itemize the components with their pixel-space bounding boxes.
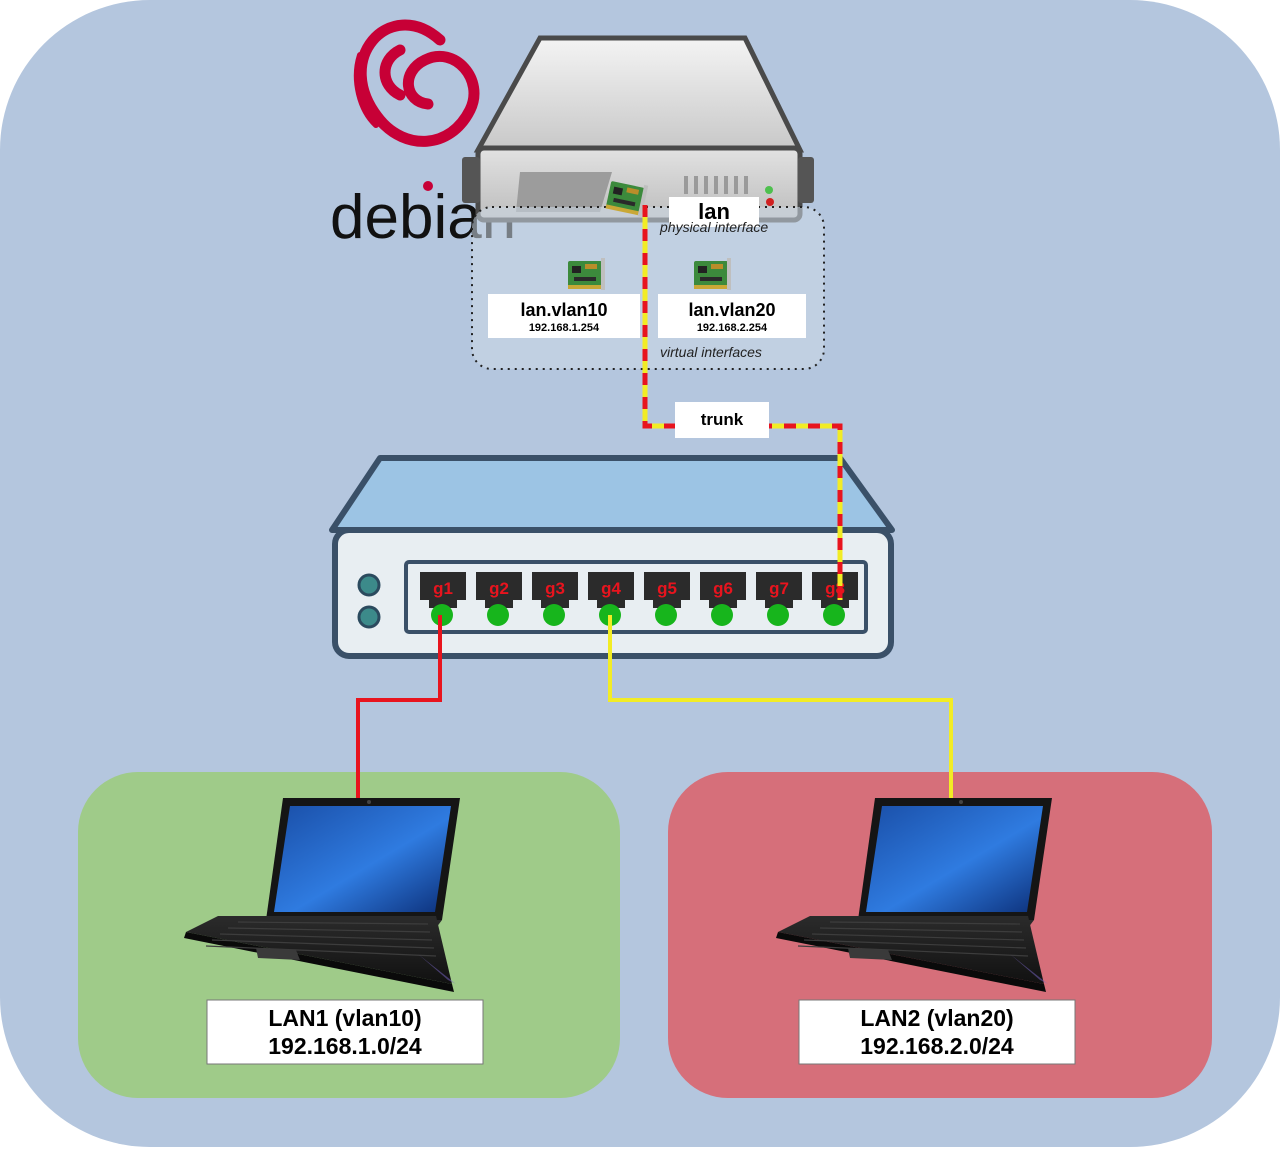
vlan10-interface-name: lan.vlan10 xyxy=(520,300,607,320)
switch-port-g2: g2 xyxy=(476,572,522,626)
port-led xyxy=(655,604,677,626)
port-label: g1 xyxy=(433,579,453,598)
vlan20-access-link xyxy=(608,615,953,798)
port-jack xyxy=(420,572,466,608)
lan2-label-box xyxy=(798,999,1076,1065)
port-label: g7 xyxy=(769,579,789,598)
switch-port-g6: g6 xyxy=(700,572,746,626)
vlan20-nic-icon xyxy=(694,258,731,290)
vlan10-interface-box xyxy=(488,294,640,338)
vlan10-interface-ip: 192.168.1.254 xyxy=(529,322,600,334)
server-icon xyxy=(462,35,814,223)
lan2-title: LAN2 (vlan20) xyxy=(860,1005,1013,1031)
trunk-label: trunk xyxy=(701,410,744,429)
vlan10-nic-icon xyxy=(568,258,605,290)
port-label: g3 xyxy=(545,579,565,598)
port-label: g4 xyxy=(601,579,621,598)
physical-interface-name: lan xyxy=(698,199,730,224)
vlan20-interface-ip: 192.168.2.254 xyxy=(697,322,768,334)
port-jack xyxy=(756,572,802,608)
port-jack xyxy=(812,572,858,608)
switch-port-g7: g7 xyxy=(756,572,802,626)
port-jack xyxy=(588,572,634,608)
virtual-interfaces-group xyxy=(471,206,825,370)
port-jack xyxy=(476,572,522,608)
switch-port-g5: g5 xyxy=(644,572,690,626)
trunk-label-box xyxy=(675,402,769,438)
lan2-subnet: 192.168.2.0/24 xyxy=(860,1033,1014,1059)
port-jack xyxy=(532,572,578,608)
port-led xyxy=(711,604,733,626)
lan1-title: LAN1 (vlan10) xyxy=(268,1005,421,1031)
port-jack xyxy=(700,572,746,608)
lan1-subnet: 192.168.1.0/24 xyxy=(268,1033,422,1059)
physical-interface-caption: physical interface xyxy=(659,219,768,235)
lan1-label-box xyxy=(206,999,484,1065)
vlan10-access-link xyxy=(356,615,442,798)
physical-interface-box xyxy=(669,197,759,227)
port-led xyxy=(823,604,845,626)
port-label: g2 xyxy=(489,579,509,598)
port-label: g5 xyxy=(657,579,677,598)
port-led xyxy=(543,604,565,626)
port-led xyxy=(487,604,509,626)
vlan20-interface-box xyxy=(658,294,806,338)
port-led xyxy=(767,604,789,626)
switch-port-g3: g3 xyxy=(532,572,578,626)
port-jack xyxy=(644,572,690,608)
vlan20-interface-name: lan.vlan20 xyxy=(688,300,775,320)
virtual-interfaces-caption: virtual interfaces xyxy=(660,344,762,360)
port-label: g6 xyxy=(713,579,733,598)
